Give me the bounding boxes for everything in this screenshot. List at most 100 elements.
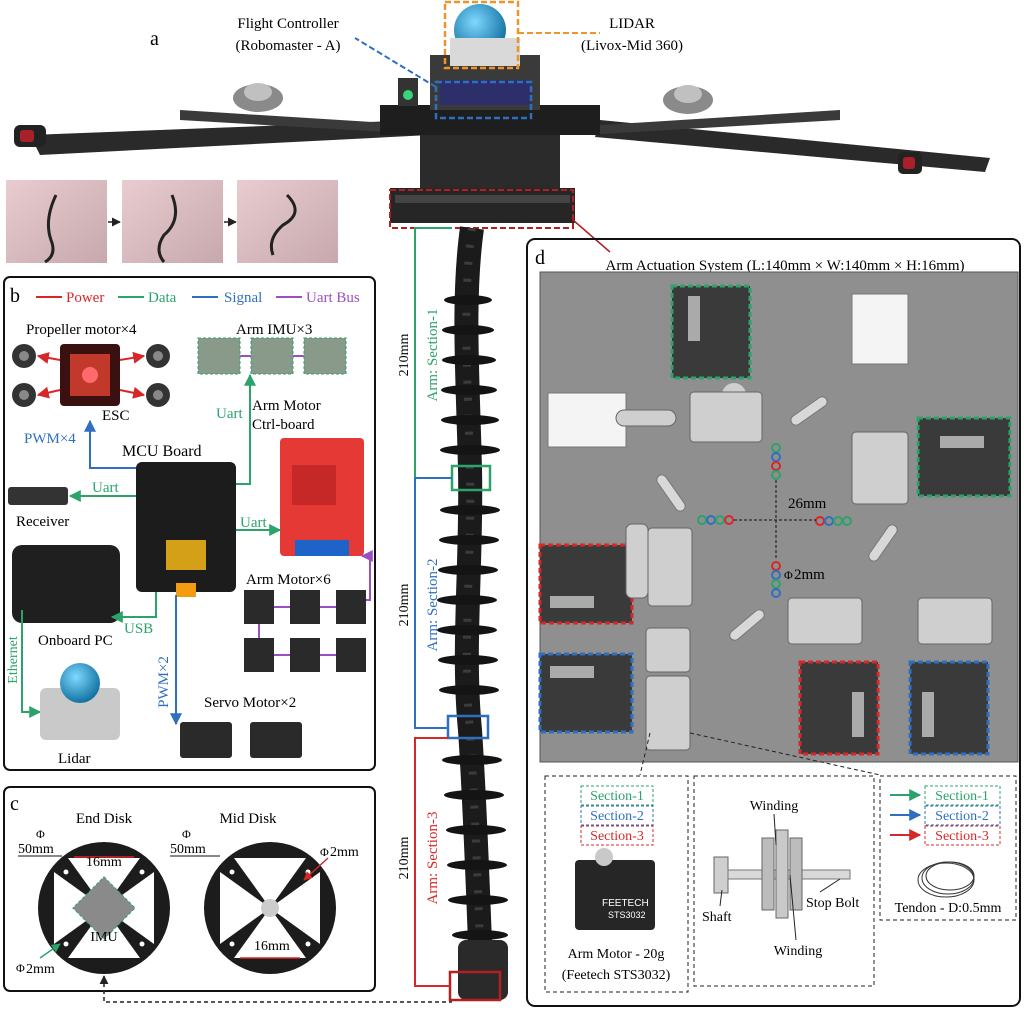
lidar-label-1: LIDAR <box>609 16 655 32</box>
mcu-label: MCU Board <box>122 443 202 460</box>
uart-imu-label: Uart <box>216 406 243 422</box>
phi-hole-mid: Φ <box>320 845 329 859</box>
motor-section2-a <box>538 652 634 734</box>
mid-disk <box>204 842 336 974</box>
tendon-sec3-tag: Section-3 <box>935 829 989 844</box>
flight-controller-label-2: (Robomaster - A) <box>236 38 341 54</box>
end-disk: IMU <box>38 842 170 974</box>
arm-disks <box>437 295 508 940</box>
mcu-board <box>136 462 236 592</box>
section1-label: Arm: Section-1 <box>425 309 441 402</box>
motor-label-1: Arm Motor - 20g <box>568 947 665 962</box>
section1-length: 210mm <box>397 334 412 377</box>
propeller-label: Propeller motor×4 <box>26 322 137 338</box>
width-end: 16mm <box>86 855 122 870</box>
lidar-highlight-box <box>443 0 520 70</box>
motor-detail-box <box>544 775 689 993</box>
pwm4-label: PWM×4 <box>24 431 76 447</box>
motor-sec2-tag: Section-2 <box>590 809 644 824</box>
winding-detail-box <box>693 775 875 987</box>
motor-section3-b <box>798 660 880 756</box>
tendon-sec1-tag: Section-1 <box>935 789 989 804</box>
motor-section1-a <box>670 284 752 407</box>
end-disk-label: End Disk <box>76 811 133 827</box>
diameter-mid: 50mm <box>170 842 206 857</box>
hole-end: 2mm <box>26 962 55 977</box>
tendon-holes <box>697 443 852 598</box>
arm-motor-label: Arm Motor×6 <box>246 572 331 588</box>
uart-receiver-label: Uart <box>92 480 119 496</box>
legend-uart: Uart Bus <box>306 290 360 306</box>
pwm2-label: PWM×2 <box>156 656 172 708</box>
panel-c-label: c <box>10 793 19 815</box>
tendon-label: Tendon - D:0.5mm <box>895 901 1002 916</box>
servo-label: Servo Motor×2 <box>204 695 296 711</box>
tendon-coil-icon <box>917 861 975 898</box>
arm-ctrl-label-1: Arm Motor <box>252 398 321 414</box>
section2-label: Arm: Section-2 <box>425 559 441 652</box>
legend-data: Data <box>148 290 177 306</box>
section3-label: Arm: Section-3 <box>425 812 441 905</box>
usb-label: USB <box>124 621 153 637</box>
panel-c: c End Disk Mid Disk IMU Φ <box>3 786 452 1003</box>
pc-label: Onboard PC <box>38 633 113 649</box>
panel-b-label: b <box>10 285 20 307</box>
arm-motion-photos <box>6 180 338 264</box>
spacing-label: 26mm <box>788 496 827 512</box>
panel-d: d Arm Actuation System (L:140mm × W:140m… <box>526 238 1021 1007</box>
drone-frame <box>14 4 990 223</box>
phi-mid: Φ <box>182 827 191 841</box>
actuation-box <box>389 189 574 229</box>
mid-disk-label: Mid Disk <box>219 811 277 827</box>
servo-motor-2 <box>250 722 302 758</box>
legend-signal: Signal <box>224 290 262 306</box>
imu-boards <box>197 337 347 375</box>
ethernet-label: Ethernet <box>6 636 21 684</box>
section2-length: 210mm <box>397 584 412 627</box>
panel-b: b Power Data Signal Uart Bus Propeller m… <box>3 276 376 771</box>
motor-section1-b <box>916 416 1012 498</box>
lidar-device <box>40 688 120 740</box>
lidar-label-2: (Livox-Mid 360) <box>581 38 683 54</box>
winding-top-label: Winding <box>750 799 798 814</box>
legend-power: Power <box>66 290 104 306</box>
shaft-label: Shaft <box>702 910 732 925</box>
imu-label: IMU <box>90 930 117 945</box>
motor-sec1-tag: Section-1 <box>590 789 644 804</box>
propeller-motors <box>12 344 170 407</box>
winding-spools <box>615 391 993 751</box>
winding-bottom-label: Winding <box>774 944 822 959</box>
uart-ctrl-label: Uart <box>240 515 267 531</box>
imu-label: Arm IMU×3 <box>236 322 312 338</box>
panel-d-title: Arm Actuation System (L:140mm × W:140mm … <box>606 258 965 274</box>
motor-sec3-tag: Section-3 <box>590 829 644 844</box>
winding-spool-drawing <box>713 829 851 919</box>
receiver-label: Receiver <box>16 514 69 530</box>
hole-mid: 2mm <box>330 845 359 860</box>
onboard-pc <box>12 545 120 623</box>
continuum-arm <box>437 226 508 1000</box>
diameter-end: 50mm <box>18 842 54 857</box>
arm-ctrl-label-2: Ctrl-board <box>252 417 315 433</box>
phi-end: Φ <box>36 827 45 841</box>
stop-bolt-label: Stop Bolt <box>806 896 859 911</box>
section3-length: 210mm <box>397 837 412 880</box>
motor-brand: FEETECH <box>602 898 649 909</box>
tendon-sec2-tag: Section-2 <box>935 809 989 824</box>
receiver-device <box>8 487 68 505</box>
lidar-label: Lidar <box>58 751 90 767</box>
motor-section3-a <box>538 543 634 625</box>
hole-label: 2mm <box>794 567 825 583</box>
guide-rods <box>656 396 898 641</box>
flight-controller-box <box>434 80 533 120</box>
esc-label: ESC <box>102 408 130 424</box>
motor-label-2: (Feetech STS3032) <box>562 968 671 983</box>
panel-a: a <box>6 0 990 1002</box>
feetech-motor-image <box>575 860 655 930</box>
motor-section2-b <box>908 660 990 756</box>
flight-controller-label-1: Flight Controller <box>237 16 338 32</box>
motor-model: STS3032 <box>608 910 646 920</box>
phi-hole-end: Φ <box>16 961 25 975</box>
servo-motor-1 <box>180 722 232 758</box>
